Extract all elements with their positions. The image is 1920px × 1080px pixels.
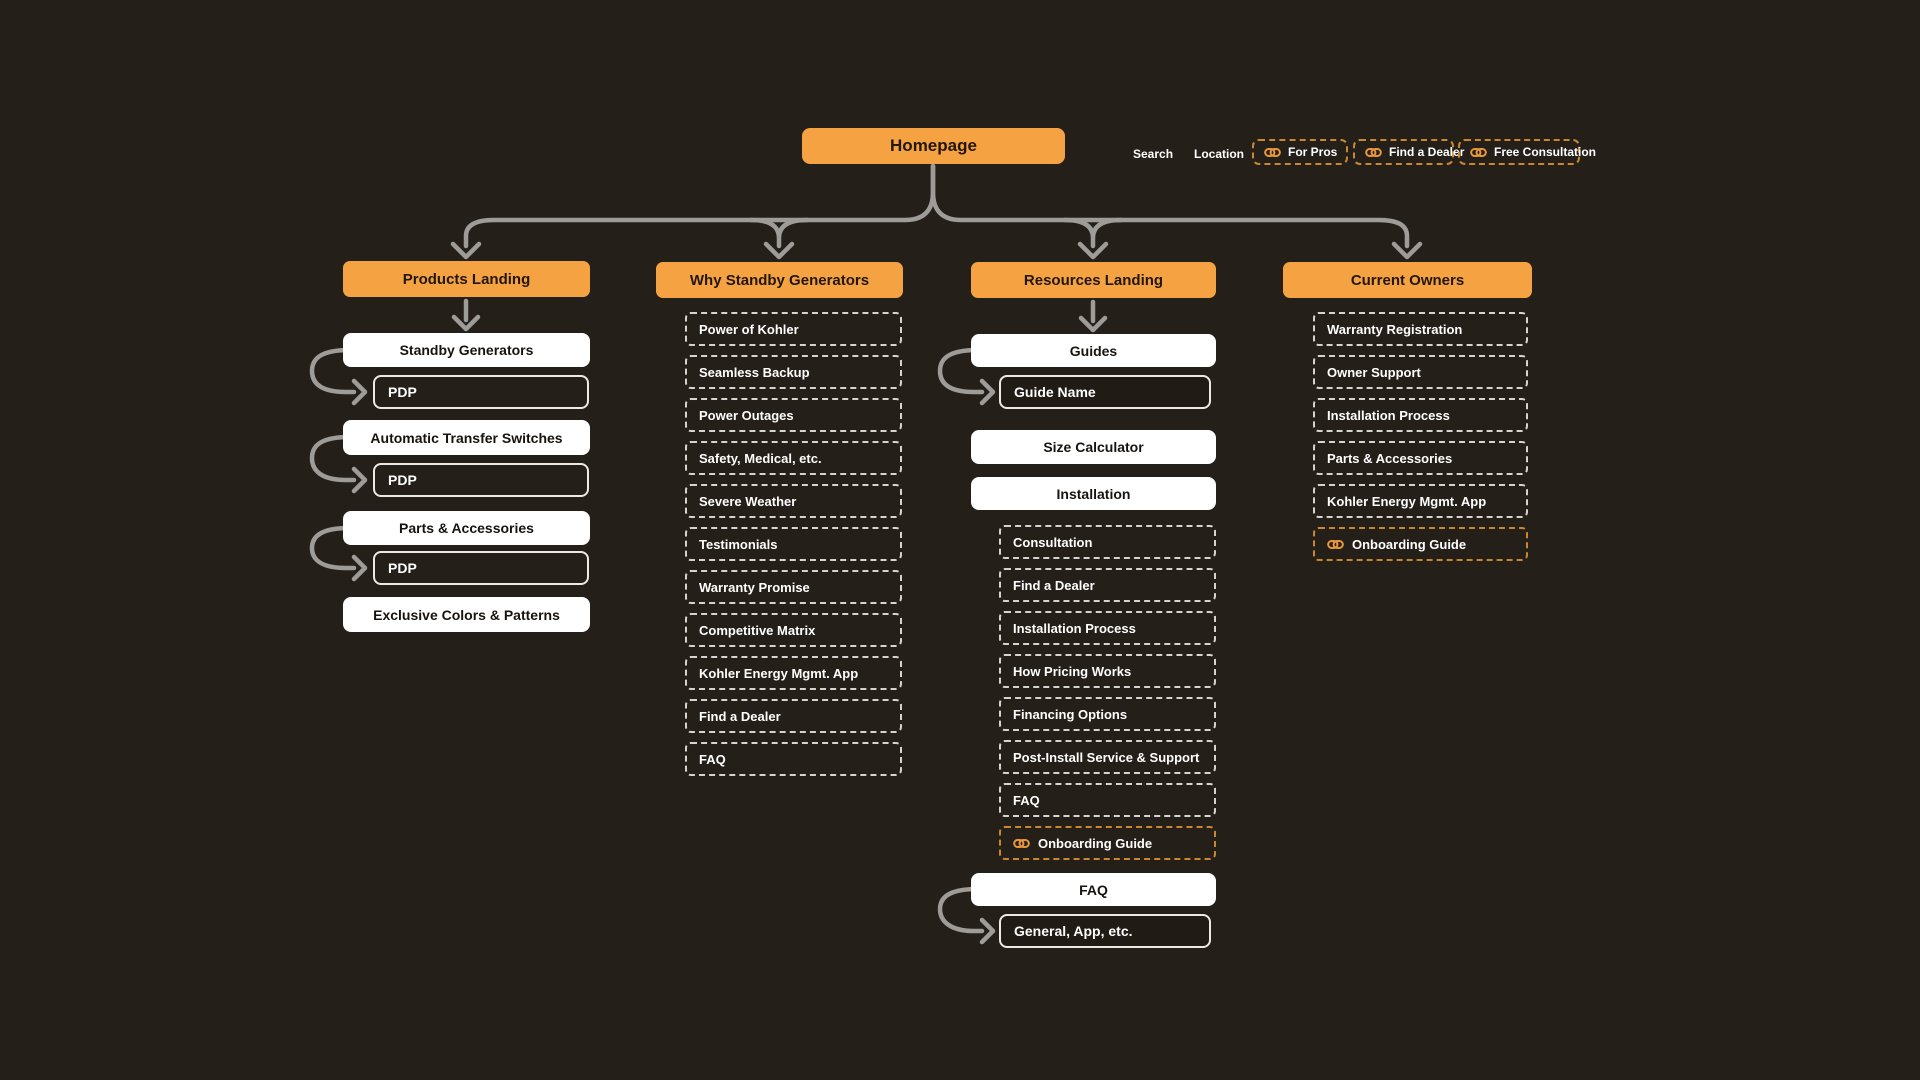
arrowhead-owners	[1391, 241, 1423, 260]
arrow-products-to-standby	[451, 298, 481, 332]
node-size-calculator[interactable]: Size Calculator	[971, 430, 1216, 464]
node-why-item[interactable]: Kohler Energy Mgmt. App	[685, 656, 902, 690]
node-owners-item[interactable]: Parts & Accessories	[1313, 441, 1528, 475]
node-homepage[interactable]: Homepage	[802, 128, 1065, 164]
node-pdp-ats[interactable]: PDP	[373, 463, 589, 497]
node-resources-item[interactable]: How Pricing Works	[999, 654, 1216, 688]
node-why-item[interactable]: Severe Weather	[685, 484, 902, 518]
arrow-branch-resources	[1062, 217, 1124, 249]
button-label: Find a Dealer	[1389, 145, 1465, 159]
node-guide-name[interactable]: Guide Name	[999, 375, 1220, 416]
link-icon	[1470, 147, 1487, 157]
button-label: Free Consultation	[1494, 145, 1597, 159]
node-pdp-standby[interactable]: PDP	[373, 375, 589, 409]
node-faq-child[interactable]: General, App, etc.	[999, 914, 1220, 955]
node-onboarding-guide-owners[interactable]: Onboarding Guide	[1313, 527, 1528, 561]
node-label: Onboarding Guide	[1038, 835, 1153, 851]
node-why-item[interactable]: Safety, Medical, etc.	[685, 441, 902, 475]
button-for-pros[interactable]: For Pros	[1252, 139, 1348, 165]
node-label: Onboarding Guide	[1352, 536, 1467, 552]
link-icon	[1365, 147, 1382, 157]
node-resources-item[interactable]: FAQ	[999, 783, 1216, 817]
node-exclusive-colors-patterns[interactable]: Exclusive Colors & Patterns	[343, 597, 590, 632]
node-why-item[interactable]: Testimonials	[685, 527, 902, 561]
node-why-item[interactable]: Warranty Promise	[685, 570, 902, 604]
node-automatic-transfer-switches[interactable]: Automatic Transfer Switches	[343, 420, 590, 455]
arrow-branch-why	[748, 217, 810, 249]
node-resources-landing[interactable]: Resources Landing	[971, 262, 1216, 298]
node-why-item[interactable]: Competitive Matrix	[685, 613, 902, 647]
node-why-standby-generators[interactable]: Why Standby Generators	[656, 262, 903, 298]
node-resources-item[interactable]: Financing Options	[999, 697, 1216, 731]
arrow-homepage-to-products	[463, 163, 936, 249]
node-why-item[interactable]: Find a Dealer	[685, 699, 902, 733]
arrowhead-products	[450, 241, 482, 260]
node-onboarding-guide-resources[interactable]: Onboarding Guide	[999, 826, 1216, 860]
button-free-consultation[interactable]: Free Consultation	[1458, 139, 1596, 165]
node-resources-item[interactable]: Installation Process	[999, 611, 1216, 645]
arrowhead-resources	[1077, 241, 1109, 260]
link-icon	[1013, 838, 1030, 848]
node-installation[interactable]: Installation	[971, 477, 1216, 510]
button-find-a-dealer[interactable]: Find a Dealer	[1353, 139, 1464, 165]
nav-search[interactable]: Search	[1133, 147, 1174, 161]
node-owners-item[interactable]: Kohler Energy Mgmt. App	[1313, 484, 1528, 518]
node-owners-item[interactable]: Owner Support	[1313, 355, 1528, 389]
button-label: For Pros	[1288, 145, 1338, 159]
node-why-item[interactable]: Power of Kohler	[685, 312, 902, 346]
node-parts-accessories[interactable]: Parts & Accessories	[343, 511, 590, 545]
node-pdp-parts[interactable]: PDP	[373, 551, 589, 585]
node-why-item[interactable]: Power Outages	[685, 398, 902, 432]
node-standby-generators[interactable]: Standby Generators	[343, 333, 590, 367]
node-current-owners[interactable]: Current Owners	[1283, 262, 1532, 298]
node-faq[interactable]: FAQ	[971, 873, 1216, 906]
arrow-resources-to-guides	[1078, 299, 1108, 333]
link-icon	[1327, 539, 1344, 549]
node-guides[interactable]: Guides	[971, 334, 1216, 367]
node-resources-item[interactable]: Find a Dealer	[999, 568, 1216, 602]
node-resources-item[interactable]: Post-Install Service & Support	[999, 740, 1216, 774]
node-owners-item[interactable]: Warranty Registration	[1313, 312, 1528, 346]
node-why-item[interactable]: Seamless Backup	[685, 355, 902, 389]
link-icon	[1264, 147, 1281, 157]
node-resources-item[interactable]: Consultation	[999, 525, 1216, 559]
node-owners-item[interactable]: Installation Process	[1313, 398, 1528, 432]
node-why-item[interactable]: FAQ	[685, 742, 902, 776]
arrowhead-why	[763, 241, 795, 260]
nav-location[interactable]: Location	[1194, 147, 1244, 161]
node-products-landing[interactable]: Products Landing	[343, 261, 590, 297]
arrow-homepage-to-owners	[930, 163, 1410, 249]
